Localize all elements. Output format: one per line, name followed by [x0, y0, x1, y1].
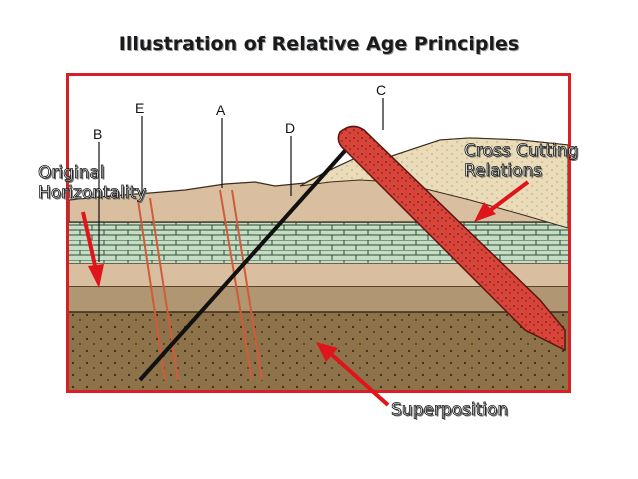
fault-d	[138, 132, 362, 382]
arrow-cross-cutting	[474, 180, 530, 222]
callout-original-line2: Horizontality	[38, 183, 147, 204]
arrow-superposition	[316, 342, 390, 407]
callout-superposition: Superposition	[391, 400, 509, 421]
fault-e	[137, 197, 179, 381]
arrow-original-horizontality	[81, 211, 104, 288]
tan-layer	[69, 263, 568, 286]
fault-a	[219, 189, 263, 381]
callout-original-line1: Original	[38, 163, 105, 184]
page-title: Illustration of Relative Age Principles	[118, 33, 520, 55]
label-e: E	[135, 100, 144, 116]
callout-cross-line2: Relations	[464, 161, 543, 182]
label-a: A	[216, 102, 226, 118]
label-c: C	[376, 82, 386, 98]
label-b: B	[93, 126, 102, 142]
callout-cross-line1: Cross Cutting	[464, 141, 579, 162]
label-d: D	[285, 120, 295, 136]
dike-c	[337, 125, 566, 352]
superposition-bottom-layer	[69, 310, 568, 390]
